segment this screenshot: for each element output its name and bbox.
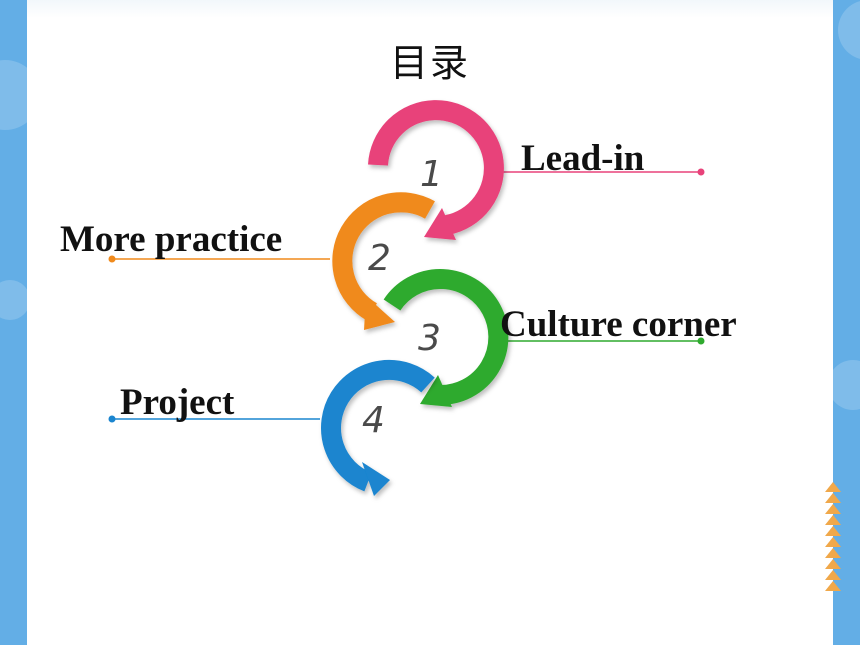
curved-arrow-1 (368, 100, 504, 240)
triangle-stack-decoration (824, 482, 842, 592)
triangle-icon (825, 515, 841, 525)
left-border (0, 0, 27, 645)
step-number-3: 3 (418, 318, 441, 359)
step-number-1: 1 (420, 154, 443, 195)
triangle-icon (825, 526, 841, 536)
connector-line-3 (495, 337, 705, 345)
triangle-icon (825, 504, 841, 514)
triangle-icon (825, 570, 841, 580)
triangle-icon (825, 581, 841, 591)
triangle-icon (825, 548, 841, 558)
page-title: 目录 (389, 41, 470, 85)
step-number-4: 4 (362, 400, 385, 441)
step-number-2: 2 (368, 238, 391, 279)
triangle-icon (825, 559, 841, 569)
item-label-more-practice[interactable]: More practice (60, 219, 283, 260)
top-band (27, 0, 833, 18)
triangle-icon (825, 482, 841, 492)
connector-line-1 (490, 168, 705, 176)
item-label-lead-in[interactable]: Lead-in (521, 138, 645, 179)
curved-arrow-2 (332, 192, 435, 330)
connector-line-2 (108, 255, 330, 263)
triangle-icon (825, 537, 841, 547)
item-label-culture-corner[interactable]: Culture corner (500, 304, 737, 345)
curved-arrow-3 (383, 269, 509, 407)
triangle-icon (825, 493, 841, 503)
curved-arrow-4 (321, 359, 435, 496)
connector-line-4 (108, 415, 320, 423)
item-label-project[interactable]: Project (120, 382, 235, 423)
